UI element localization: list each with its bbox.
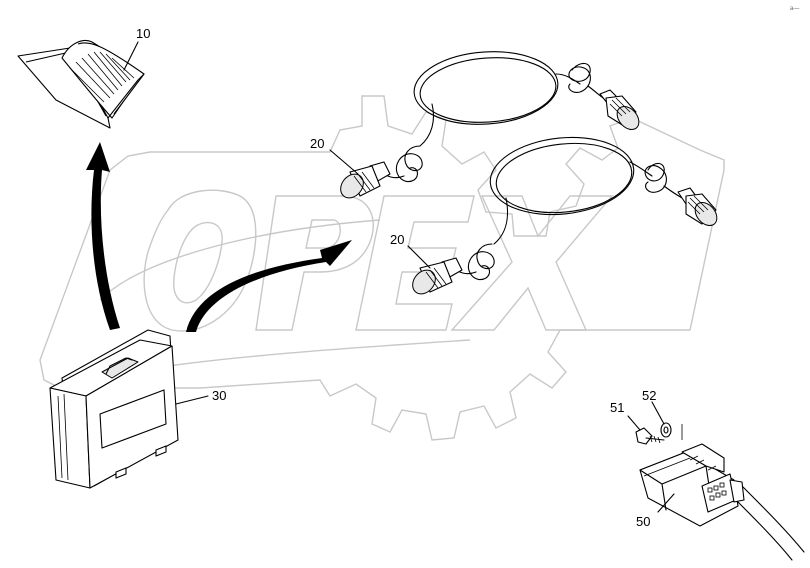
connector-label: 50 <box>636 514 650 529</box>
case-label: 30 <box>212 388 226 403</box>
cable-upper <box>340 51 640 199</box>
screw-leader-line <box>627 415 641 431</box>
washer-leader-line <box>651 401 665 425</box>
washer <box>660 422 683 440</box>
corner-mark: a— <box>790 6 799 12</box>
arrow-to-cables <box>186 240 352 332</box>
cable-lower-label: 20 <box>390 232 404 247</box>
manual-leader-line <box>123 41 139 71</box>
washer-label: 52 <box>642 388 656 403</box>
screw-label: 51 <box>610 400 624 415</box>
screw <box>635 427 665 445</box>
connector-leader-line <box>657 493 675 513</box>
diagnostic-connector <box>639 443 805 561</box>
case-leader-line <box>175 395 209 405</box>
manual-label: 10 <box>136 26 150 41</box>
manual-book <box>17 40 145 129</box>
cable-lower-leader-line <box>407 245 431 269</box>
watermark-letter-o <box>143 189 257 332</box>
watermark-letter-x <box>450 195 614 331</box>
carrying-case <box>49 329 179 489</box>
cable-lower <box>412 136 718 295</box>
arrow-to-manual <box>86 142 120 330</box>
cable-upper-label: 20 <box>310 136 324 151</box>
cable-upper-leader-line <box>329 149 359 175</box>
